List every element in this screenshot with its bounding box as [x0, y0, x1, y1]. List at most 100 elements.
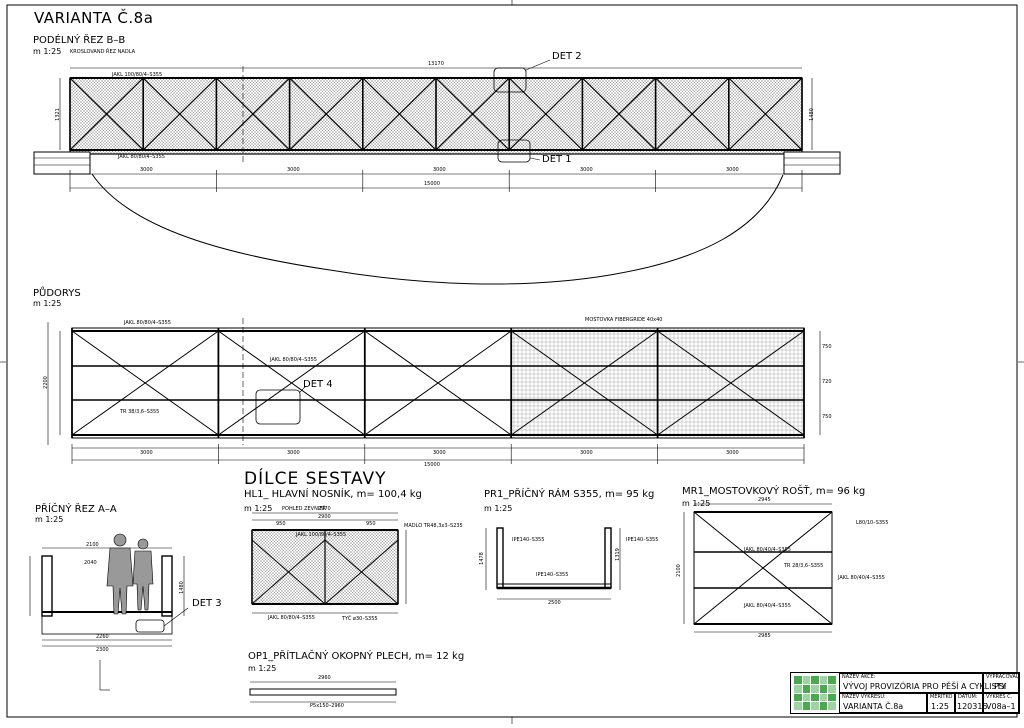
- long-section-title: PODÉLNÝ ŘEZ B–B: [33, 35, 126, 46]
- hl1-dim-3: 950: [276, 521, 286, 527]
- plan-total-dim: 15000: [424, 462, 440, 468]
- project-name: VÝVOJ PROVIZÓRIA PRO PĚŠÍ A CYKLISTY: [843, 682, 1007, 691]
- scale-label: MĚŘÍTKO: [930, 694, 953, 700]
- mr1-dim-2: 2100: [675, 564, 682, 577]
- long-total-dim: 15000: [424, 181, 440, 187]
- mr1-dim-1: 2945: [758, 497, 771, 503]
- plan-title: PŮDORYS: [33, 288, 81, 299]
- truss-diagonal: [435, 77, 510, 151]
- pr1-title: PR1_PŘÍČNÝ RÁM S355, m= 95 kg: [484, 489, 655, 500]
- plan-view: [47, 318, 821, 464]
- project-cell: NÁZEV AKCE: VÝVOJ PROVIZÓRIA PRO PĚŠÍ A …: [839, 673, 1006, 693]
- plan-bracing: [657, 330, 805, 436]
- plan-width-dim-4: 750: [822, 414, 832, 420]
- hl1-scale: m 1:25: [244, 504, 273, 513]
- title-block: NÁZEV AKCE: VÝVOJ PROVIZÓRIA PRO PĚŠÍ A …: [790, 672, 1020, 714]
- mr1-label-4: JAKL 80/40/4–S355: [838, 575, 885, 581]
- det4-label: DET 4: [303, 379, 333, 390]
- hl1-scale-note: POHLED ZEVNITŘ: [282, 506, 326, 512]
- plan-bracing: [510, 330, 658, 436]
- hl1-dim-1: 2970: [318, 506, 331, 512]
- pr1-cross-frame: [485, 527, 621, 600]
- cross-dim-5: 1480: [178, 581, 185, 594]
- long-span-dim-2: 3000: [287, 167, 300, 173]
- truss-diagonal: [581, 77, 657, 151]
- cross-section-scale: m 1:25: [35, 515, 64, 524]
- truss-diagonal: [215, 77, 291, 151]
- cross-dim-3: 2260: [96, 634, 109, 640]
- truss-diagonal: [69, 77, 144, 151]
- mr1-dim-3: 2985: [758, 633, 771, 639]
- pr1-scale: m 1:25: [484, 504, 513, 513]
- plan-span-dim-5: 3000: [726, 450, 739, 456]
- plan-member-mid: JAKL 80/80/4–S355: [270, 357, 317, 363]
- date-value: 120315: [957, 702, 988, 711]
- parts-heading: DÍLCE SESTAVY: [244, 469, 387, 489]
- plan-width-dim-3: 720: [822, 379, 832, 385]
- op1-title: OP1_PŘÍTLAČNÝ OKOPNÝ PLECH, m= 12 kg: [248, 651, 465, 662]
- truss-diagonal: [362, 77, 437, 151]
- plan-scale: m 1:25: [33, 299, 62, 308]
- long-section-scale: m 1:25: [33, 47, 62, 56]
- mr1-label-5: JAKL 80/40/4–S355: [744, 603, 791, 609]
- plan-bracing: [364, 330, 512, 436]
- op1-scale: m 1:25: [248, 664, 277, 673]
- plan-diagonal: TR 38/3,6–S355: [120, 409, 160, 415]
- truss-diagonal: [289, 77, 364, 151]
- pr1-dim-3: 2500: [548, 600, 561, 606]
- drawing-cell: NÁZEV VÝKRESU: VARIANTA Č.8a: [839, 693, 927, 713]
- scale-cell: MĚŘÍTKO 1:25: [927, 693, 955, 713]
- sheet-title: VARIANTA Č.8a: [34, 9, 154, 27]
- drawing-label: NÁZEV VÝKRESU:: [842, 694, 886, 700]
- longitudinal-section: [33, 59, 841, 285]
- hl1-label-top: JAKL 100/80/4–S355: [296, 532, 347, 538]
- truss-diagonal: [728, 77, 803, 151]
- det1-label: DET 1: [542, 154, 572, 165]
- author-value: PSI: [994, 682, 1007, 691]
- long-span-dim-3: 3000: [433, 167, 446, 173]
- number-value: V08a–1: [986, 702, 1016, 711]
- number-cell: VÝKRES Č. V08a–1: [983, 693, 1019, 713]
- pr1-label-2: IPE140–S355: [626, 537, 659, 543]
- plan-width-dim-1: 2200: [42, 376, 49, 389]
- op1-dim-1: 2960: [318, 675, 331, 681]
- long-span-dim-1: 3000: [140, 167, 153, 173]
- plan-span-dim-3: 3000: [433, 450, 446, 456]
- cross-dim-4: 2300: [96, 647, 109, 653]
- hl1-label-rod: TYČ ø30–S355: [342, 616, 378, 622]
- author-label: VYPRACOVAL:: [986, 674, 1021, 680]
- mr1-label-2: JAKL 80/40/4–S355: [744, 547, 791, 553]
- number-label: VÝKRES Č.: [986, 694, 1013, 700]
- pr1-label-1: IPE140–S355: [512, 537, 545, 543]
- long-height-dim-2: 1480: [808, 108, 815, 121]
- date-cell: DATUM: 120315: [955, 693, 988, 713]
- det2-label: DET 2: [552, 51, 582, 62]
- scale-value: 1:25: [931, 702, 949, 711]
- project-label: NÁZEV AKCE:: [842, 674, 876, 680]
- plan-width-dim-2: 750: [822, 344, 832, 350]
- hl1-main-girder: [251, 512, 407, 614]
- mr1-label-1: L80/10–S355: [856, 520, 889, 526]
- drawing-name: VARIANTA Č.8a: [843, 702, 904, 711]
- pr1-label-3: IPE140–S355: [536, 572, 569, 578]
- cross-section: [29, 533, 189, 691]
- cross-section-title: PŘÍČNÝ ŘEZ A–A: [35, 504, 117, 515]
- truss-diagonal: [508, 77, 583, 151]
- date-label: DATUM:: [958, 694, 978, 700]
- hl1-dim-2: 2900: [318, 514, 331, 520]
- det3-label: DET 3: [192, 598, 222, 609]
- hl1-label-handrail: MADLO TR48,3x3–S235: [404, 523, 463, 529]
- op1-dim-2: P5x150–2960: [310, 703, 344, 709]
- cross-dim-2: 2040: [84, 560, 97, 566]
- long-top-member: JAKL 100/80/4–S355: [112, 72, 163, 78]
- truss-diagonal: [655, 77, 730, 151]
- op1-kick-plate: [249, 681, 397, 703]
- plan-span-dim-4: 3000: [580, 450, 593, 456]
- plan-bracing: [71, 330, 219, 436]
- long-bottom-member: JAKL 80/80/4–S355: [118, 154, 165, 160]
- people-figures: [106, 533, 154, 615]
- hl1-dim-4: 950: [366, 521, 376, 527]
- long-section-scale-note: KROSLOVAND ŘEZ NADLA: [70, 49, 135, 55]
